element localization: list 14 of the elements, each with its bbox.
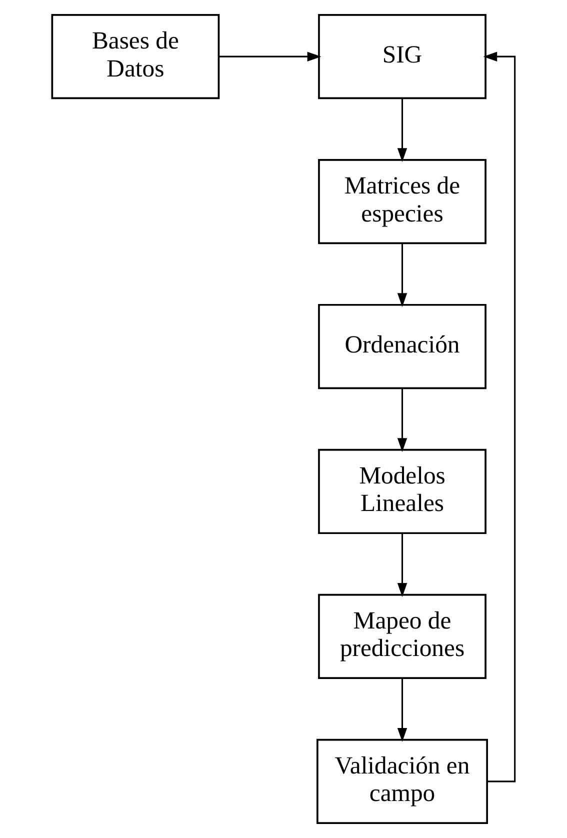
arrow <box>397 533 408 597</box>
node-box: Validación en campo <box>316 738 488 824</box>
node-box: Modelos Lineales <box>318 448 486 534</box>
node-box: Matrices de especies <box>318 158 486 244</box>
node-box: SIG <box>318 14 486 100</box>
arrow <box>397 98 408 162</box>
arrow <box>397 388 408 452</box>
arrow <box>397 243 408 307</box>
arrow <box>397 678 408 742</box>
node-box: Mapeo de predicciones <box>318 594 486 680</box>
arrow <box>483 52 516 782</box>
node-box: Ordenación <box>318 304 486 390</box>
arrow <box>219 52 322 62</box>
node-box: Bases de Datos <box>51 14 220 100</box>
